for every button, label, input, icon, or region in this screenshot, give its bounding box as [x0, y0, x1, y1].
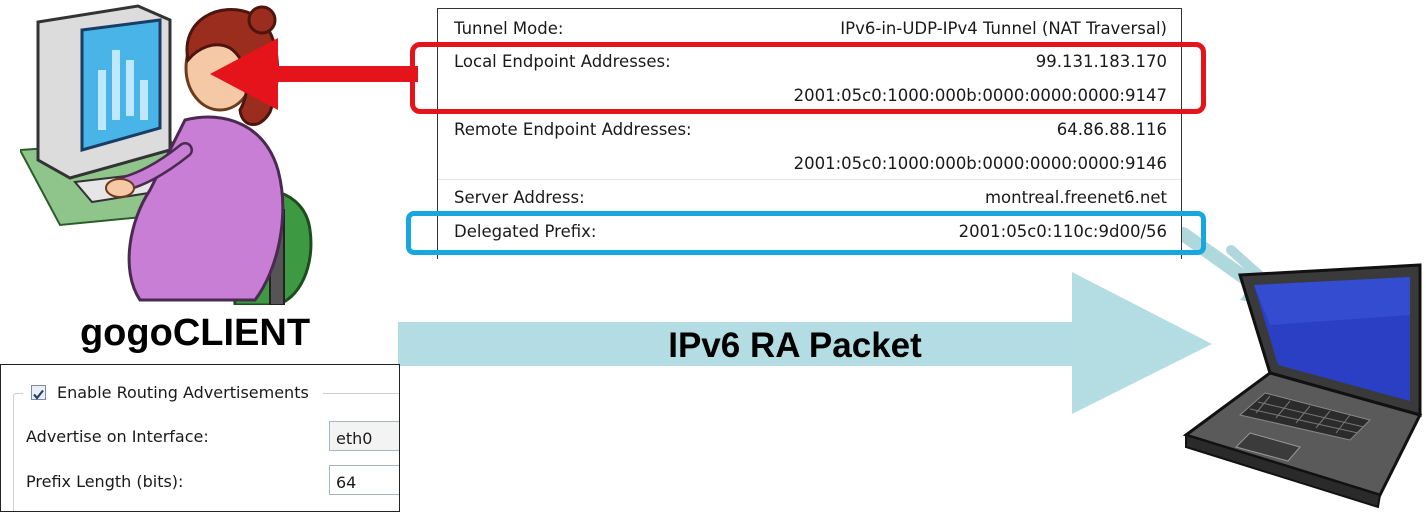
delegated-prefix-value: 2001:05c0:110c:9d00/56 [958, 222, 1167, 241]
local-endpoint-ipv4: 99.131.183.170 [1035, 52, 1167, 71]
remote-endpoint-ipv6: 2001:05c0:1000:000b:0000:0000:0000:9146 [793, 154, 1167, 173]
checkmark-icon [33, 389, 44, 400]
client-caption: gogoCLIENT [79, 312, 311, 354]
laptop-icon [1182, 263, 1423, 509]
server-address-value: montreal.freenet6.net [984, 188, 1167, 207]
ra-packet-label: IPv6 RA Packet [668, 326, 922, 365]
interface-select[interactable]: eth0 [329, 421, 399, 451]
tunnel-info-panel: Tunnel Mode: IPv6-in-UDP-IPv4 Tunnel (NA… [437, 8, 1182, 259]
delegated-prefix-highlight [406, 211, 1206, 255]
local-endpoint-row-2: 2001:05c0:1000:000b:0000:0000:0000:9147 [454, 86, 1167, 106]
tunnel-mode-row: Tunnel Mode: IPv6-in-UDP-IPv4 Tunnel (NA… [454, 19, 1167, 39]
remote-endpoint-row: Remote Endpoint Addresses: 64.86.88.116 [454, 120, 1167, 140]
enable-ra-checkbox[interactable] [31, 385, 46, 400]
remote-endpoint-ipv4: 64.86.88.116 [1056, 120, 1167, 139]
local-endpoint-ipv6: 2001:05c0:1000:000b:0000:0000:0000:9147 [793, 86, 1167, 105]
delegated-prefix-row: Delegated Prefix: 2001:05c0:110c:9d00/56 [454, 222, 1167, 242]
prefix-length-label: Prefix Length (bits): [26, 472, 184, 491]
remote-endpoint-row-2: 2001:05c0:1000:000b:0000:0000:0000:9146 [454, 154, 1167, 174]
delegated-prefix-label: Delegated Prefix: [454, 222, 597, 241]
interface-label: Advertise on Interface: [26, 427, 209, 446]
routing-settings-panel: Enable Routing Advertisements Advertise … [0, 364, 400, 512]
local-endpoint-label: Local Endpoint Addresses: [454, 52, 671, 71]
tunnel-mode-label: Tunnel Mode: [454, 19, 564, 38]
remote-endpoint-label: Remote Endpoint Addresses: [454, 120, 692, 139]
server-address-label: Server Address: [454, 188, 585, 207]
person-at-computer-icon [20, 4, 313, 305]
server-address-row: Server Address: montreal.freenet6.net [454, 188, 1167, 208]
local-endpoint-row: Local Endpoint Addresses: 99.131.183.170 [454, 52, 1167, 72]
local-endpoint-highlight [410, 42, 1206, 114]
divider [438, 179, 1181, 180]
prefix-length-input[interactable]: 64 [329, 465, 399, 495]
enable-ra-label: Enable Routing Advertisements [57, 383, 309, 402]
group-header [23, 379, 323, 405]
tunnel-mode-value: IPv6-in-UDP-IPv4 Tunnel (NAT Traversal) [840, 19, 1167, 38]
